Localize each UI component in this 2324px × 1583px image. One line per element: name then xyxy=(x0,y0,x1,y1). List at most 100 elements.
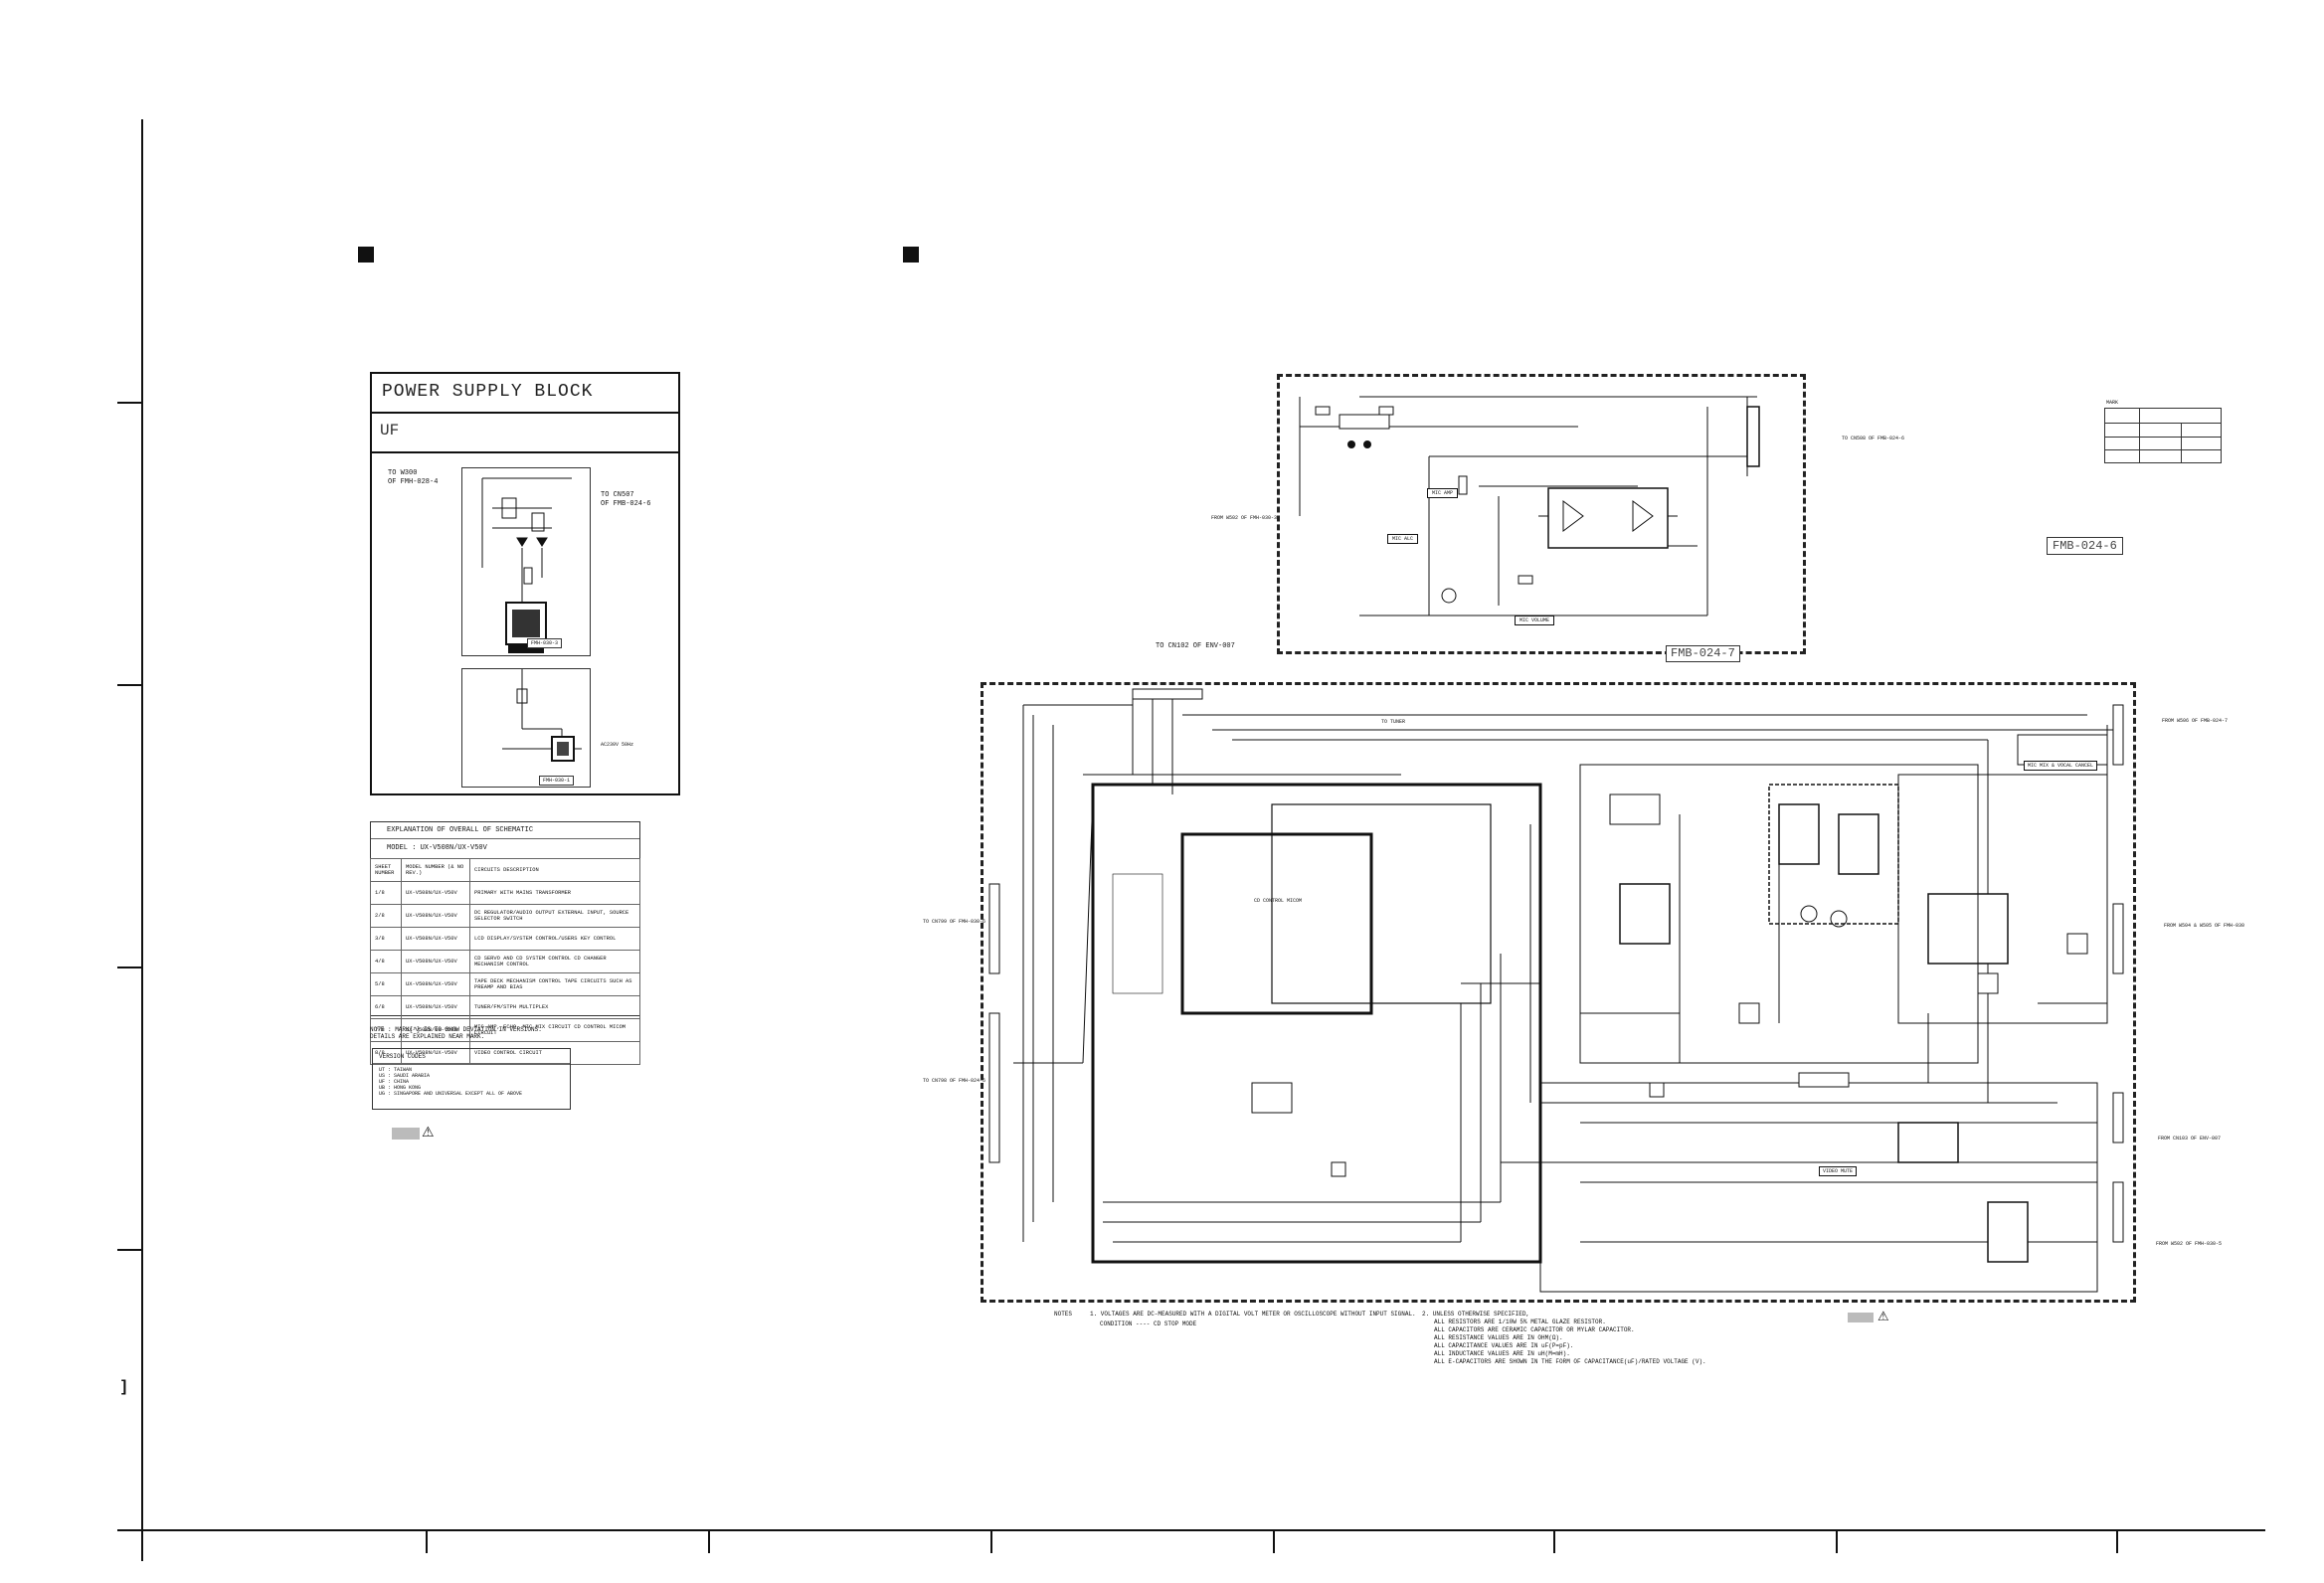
warning-triangle-icon: ⚠ xyxy=(422,1124,435,1140)
safety-shade-swatch xyxy=(392,1128,420,1140)
note-2d: ALL CAPACITANCE VALUES ARE IN uF(P=pF). xyxy=(1434,1342,1574,1349)
to-cn508-label: TO CN508 OF FMB-024-6 xyxy=(1842,436,1905,441)
sheet-cell: 6/8 xyxy=(370,995,402,1019)
to-w300-label: TO W300 xyxy=(388,469,418,477)
from-fmb-label: FROM W506 OF FMB-024-7 xyxy=(2162,718,2229,724)
divider xyxy=(2105,449,2221,450)
warning-triangle-icon: ⚠ xyxy=(1877,1309,1889,1323)
to-cn799-label: TO CN799 OF FMH-030-6 xyxy=(923,919,986,925)
explanation-table: SHEET NUMBER MODEL NUMBER (& NO REV.) CI… xyxy=(370,858,640,1065)
from-fmh-030-5-label: FROM W502 OF FMH-030-5 xyxy=(2156,1241,2223,1247)
version-codes-title: VERSION CODES xyxy=(379,1053,426,1060)
model-cell: UX-V508N/UX-V50V xyxy=(401,950,470,973)
divider xyxy=(371,838,639,839)
board-tag-fmb-024-6: FMB-024-6 xyxy=(2047,537,2123,555)
board-fmh-030-3 xyxy=(461,467,591,656)
zone-tick xyxy=(117,1249,141,1251)
explanation-title: EXPLANATION OF OVERALL OF SCHEMATIC xyxy=(387,826,534,834)
bracket-mark: ] xyxy=(121,1378,127,1395)
from-w502-label: FROM W502 OF FMH-030-3 xyxy=(1211,515,1278,521)
note-2f: ALL E-CAPACITORS ARE SHOWN IN THE FORM O… xyxy=(1434,1358,1706,1365)
model-cell: UX-V508N/UX-V50V xyxy=(401,1018,470,1042)
mains-circuit-graphic xyxy=(502,669,582,762)
note-1: 1. VOLTAGES ARE DC-MEASURED WITH A DIGIT… xyxy=(1090,1311,1416,1318)
desc-cell: VIDEO CONTROL CIRCUIT xyxy=(469,1041,640,1065)
ac-voltage-label: AC230V 50Hz xyxy=(601,742,634,748)
sheet-cell: 5/8 xyxy=(370,972,402,996)
divider xyxy=(372,412,678,414)
sheet-cell: 1/8 xyxy=(370,881,402,905)
desc-cell: LCD DISPLAY/SYSTEM CONTROL/USERS KEY CON… xyxy=(469,927,640,951)
zone-tick xyxy=(1273,1531,1275,1553)
note-2e: ALL INDUCTANCE VALUES ARE IN uH(M=mH). xyxy=(1434,1350,1570,1357)
note-2b: ALL CAPACITORS ARE CERAMIC CAPACITOR OR … xyxy=(1434,1326,1635,1333)
board-main-fmb-024-6: CD CONTROL MICOM MIC MIX & VOCAL CANCEL … xyxy=(981,682,2136,1303)
note-2: 2. UNLESS OTHERWISE SPECIFIED, xyxy=(1422,1311,1530,1318)
note-2a: ALL RESISTORS ARE 1/10W 5% METAL GLAZE R… xyxy=(1434,1319,1606,1325)
mic-alc-label: MIC ALC xyxy=(1387,534,1419,544)
board-tag-030-1: FMH-030-1 xyxy=(539,776,575,786)
sheet-cell: 8/8 xyxy=(370,1041,402,1065)
of-fmb-024-label: OF FMB-024-6 xyxy=(601,500,651,508)
sheet-cell: 2/8 xyxy=(370,904,402,928)
model-cell: UX-V508N/UX-V50V xyxy=(401,927,470,951)
model-cell: UX-V508N/UX-V50V xyxy=(401,904,470,928)
sheet-cell: 3/8 xyxy=(370,927,402,951)
board-fmh-030-1 xyxy=(461,668,591,788)
model-cell: UX-V508N/UX-V50V xyxy=(401,881,470,905)
mic-mix-label: MIC MIX & VOCAL CANCEL xyxy=(2024,761,2098,771)
version-codes-box: VERSION CODES UT : TAIWAN US : SAUDI ARA… xyxy=(372,1048,571,1110)
table-header-row: SHEET NUMBER MODEL NUMBER (& NO REV.) CI… xyxy=(370,858,640,882)
version-code-ug: UG : SINGAPORE AND UNIVERSAL EXCEPT ALL … xyxy=(379,1091,523,1097)
board-tag-fmb-024-7: FMB-024-7 xyxy=(1666,645,1740,662)
desc-cell: DC REGULATOR/AUDIO OUTPUT EXTERNAL INPUT… xyxy=(469,904,640,928)
desc-cell: CD SERVO AND CD SYSTEM CONTROL CD CHANGE… xyxy=(469,950,640,973)
to-tuner-label: TO TUNER xyxy=(1381,719,1406,725)
power-block-title: POWER SUPPLY BLOCK xyxy=(382,382,594,402)
divider xyxy=(372,451,678,453)
model-cell: UX-V508N/UX-V50V xyxy=(401,995,470,1019)
col-sheet-header: SHEET NUMBER xyxy=(370,858,402,882)
from-cn103-label: FROM CN103 OF ENV-007 xyxy=(2158,1136,2222,1142)
model-cell: UX-V508N/UX-V50V xyxy=(401,972,470,996)
power-circuit-graphic xyxy=(481,477,572,653)
to-cn507-label: TO CN507 xyxy=(601,491,634,499)
zone-tick xyxy=(117,967,141,968)
version-code-ub: UB : HONG KONG xyxy=(379,1085,422,1091)
mic-volume-label: MIC VOLUME xyxy=(1515,616,1555,625)
safety-shade-swatch xyxy=(1848,1313,1874,1322)
model-line: MODEL : UX-V508N/UX-V50V xyxy=(387,844,487,852)
col-desc-header: CIRCUITS DESCRIPTION xyxy=(469,858,640,882)
divider xyxy=(2139,409,2140,462)
frame-bottom-border xyxy=(117,1529,2265,1531)
of-fmh-028-label: OF FMH-028-4 xyxy=(388,478,439,486)
divider xyxy=(2105,423,2221,424)
notes-heading: NOTES xyxy=(1054,1311,1073,1318)
zone-tick xyxy=(708,1531,710,1553)
mic-circuit-graphic xyxy=(1299,396,1760,616)
section-marker xyxy=(358,247,374,263)
version-label: UF xyxy=(380,422,400,440)
version-code-ut: UT : TAIWAN xyxy=(379,1067,413,1073)
section-marker xyxy=(903,247,919,263)
divider xyxy=(2105,437,2221,438)
col-model-header: MODEL NUMBER (& NO REV.) xyxy=(401,858,470,882)
video-mute-label: VIDEO MUTE xyxy=(1819,1166,1858,1176)
zone-tick xyxy=(117,684,141,686)
to-cn798-label: TO CN798 OF FMH-024-6 xyxy=(923,1078,986,1084)
note-1b: CONDITION ---- CD STOP MODE xyxy=(1100,1320,1197,1327)
frame-left-border xyxy=(141,119,143,1561)
model-cell: UX-V508N/UX-V50V xyxy=(401,1041,470,1065)
mark-label: MARK xyxy=(2106,400,2119,406)
zone-tick xyxy=(990,1531,992,1553)
zone-tick xyxy=(1553,1531,1555,1553)
board-tag-030-3: FMH-030-3 xyxy=(527,638,563,648)
cd-micom-label: CD CONTROL MICOM xyxy=(1253,898,1302,904)
